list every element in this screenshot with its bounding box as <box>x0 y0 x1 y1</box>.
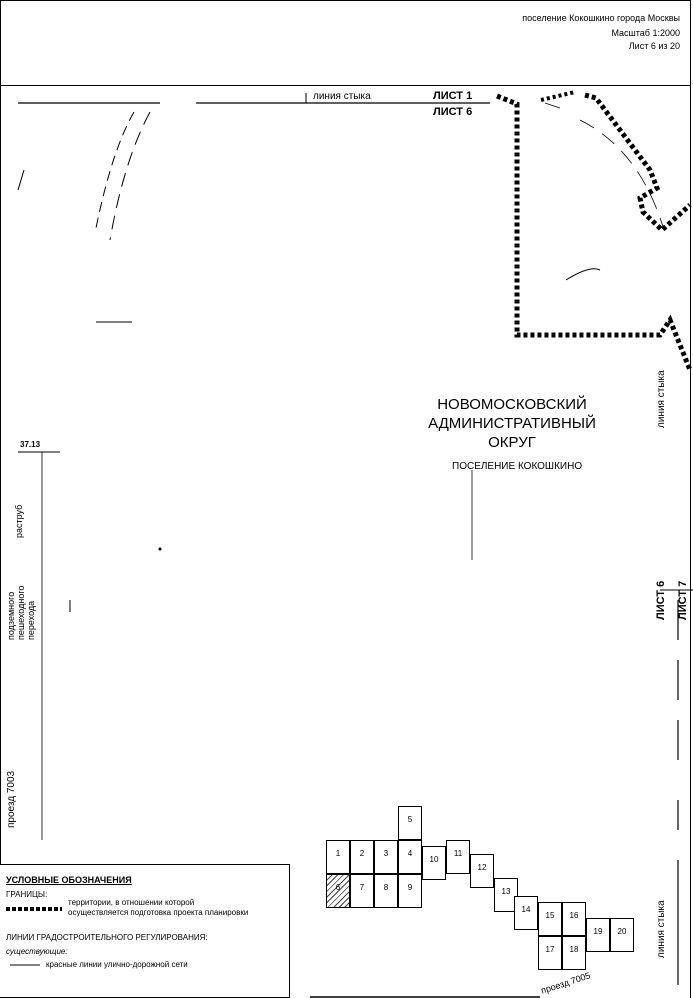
sheet-index-map: 5 1 2 3 4 6 7 8 9 10 11 12 13 14 15 16 1… <box>326 806 636 970</box>
index-tile-16: 16 <box>562 902 586 936</box>
index-tile-4: 4 <box>398 840 422 874</box>
sheet-6-right-label: ЛИСТ 6 <box>655 580 667 620</box>
index-tile-10: 10 <box>422 846 446 880</box>
settlement-title: поселение Кокошкино города Москвы <box>522 13 680 23</box>
legend-red-lines-desc: красные линии улично-дорожной сети <box>46 960 188 969</box>
sheet-label: Лист 6 из 20 <box>628 41 680 51</box>
index-tile-11: 11 <box>446 840 470 874</box>
road-mark <box>17 169 25 191</box>
district-name: НОВОМОСКОВСКИЙ АДМИНИСТРАТИВНЫЙ ОКРУГ <box>412 395 612 452</box>
district-line-2: АДМИНИСТРАТИВНЫЙ <box>428 415 596 432</box>
sheet-1-label: ЛИСТ 1 <box>433 90 473 102</box>
point-mark <box>158 547 162 551</box>
map-frame <box>0 86 691 998</box>
rastrub-label: раструб <box>14 504 24 538</box>
legend: УСЛОВНЫЕ ОБОЗНАЧЕНИЯ ГРАНИЦЫ: территории… <box>0 864 290 998</box>
index-tile-17: 17 <box>538 936 562 970</box>
index-tile-19: 19 <box>586 918 610 952</box>
index-tile-18: 18 <box>562 936 586 970</box>
road-arc-1 <box>95 111 135 229</box>
underpass-label: подземного пешеходного перехода <box>6 586 36 640</box>
index-tile-7: 7 <box>350 874 374 908</box>
detail-line <box>544 102 561 109</box>
underpass-line-2: пешеходного <box>16 585 26 640</box>
index-tile-8: 8 <box>374 874 398 908</box>
sheet-6-label: ЛИСТ 6 <box>433 106 473 118</box>
index-tile-2: 2 <box>350 840 374 874</box>
underpass-line-3: перехода <box>26 600 36 640</box>
index-tile-6-current: 6 <box>326 874 350 908</box>
planning-boundary-east <box>584 92 692 234</box>
road-curve-east <box>579 119 665 231</box>
legend-boundary-symbol <box>6 907 62 911</box>
legend-title: УСЛОВНЫЕ ОБОЗНАЧЕНИЯ <box>6 875 132 885</box>
legend-territory-desc-2: осуществляется подготовка проекта планир… <box>68 908 249 917</box>
index-tile-5: 5 <box>398 806 422 840</box>
planning-boundary-top <box>540 90 576 102</box>
proezd-7003-label: проезд 7003 <box>6 770 17 828</box>
legend-territory-desc-1: территории, в отношении которой <box>68 898 195 907</box>
district-line-3: ОКРУГ <box>488 434 536 451</box>
index-tile-15: 15 <box>538 902 562 936</box>
scale-label: Масштаб 1:2000 <box>611 28 680 38</box>
detail-curve <box>565 268 601 281</box>
index-tile-20: 20 <box>610 918 634 952</box>
underpass-line-1: подземного <box>6 591 16 640</box>
legend-red-line-symbol <box>10 964 40 966</box>
join-line-right-bottom-label: линия стыка <box>656 900 667 958</box>
index-tile-3: 3 <box>374 840 398 874</box>
legend-existing: существующие: <box>6 947 68 956</box>
join-line-right-top-label: линия стыка <box>656 370 667 428</box>
index-tile-14: 14 <box>514 896 538 930</box>
index-tile-9: 9 <box>398 874 422 908</box>
elevation-label: 37.13 <box>20 440 41 449</box>
title-block: поселение Кокошкино города Москвы Масшта… <box>0 0 691 86</box>
district-line-1: НОВОМОСКОВСКИЙ <box>437 396 587 413</box>
join-line-top-label: линия стыка <box>313 91 371 102</box>
legend-reg-lines-heading: ЛИНИИ ГРАДОСТРОИТЕЛЬНОГО РЕГУЛИРОВАНИЯ: <box>6 933 208 942</box>
settlement-name: ПОСЕЛЕНИЕ КОКОШКИНО <box>452 461 583 472</box>
road-arc-2 <box>109 111 151 241</box>
index-tile-1: 1 <box>326 840 350 874</box>
planning-boundary-main <box>496 93 693 371</box>
sheet-7-right-label: ЛИСТ 7 <box>677 580 689 620</box>
index-tile-12: 12 <box>470 854 494 888</box>
legend-borders-heading: ГРАНИЦЫ: <box>6 890 48 899</box>
index-tile-13: 13 <box>494 878 518 912</box>
